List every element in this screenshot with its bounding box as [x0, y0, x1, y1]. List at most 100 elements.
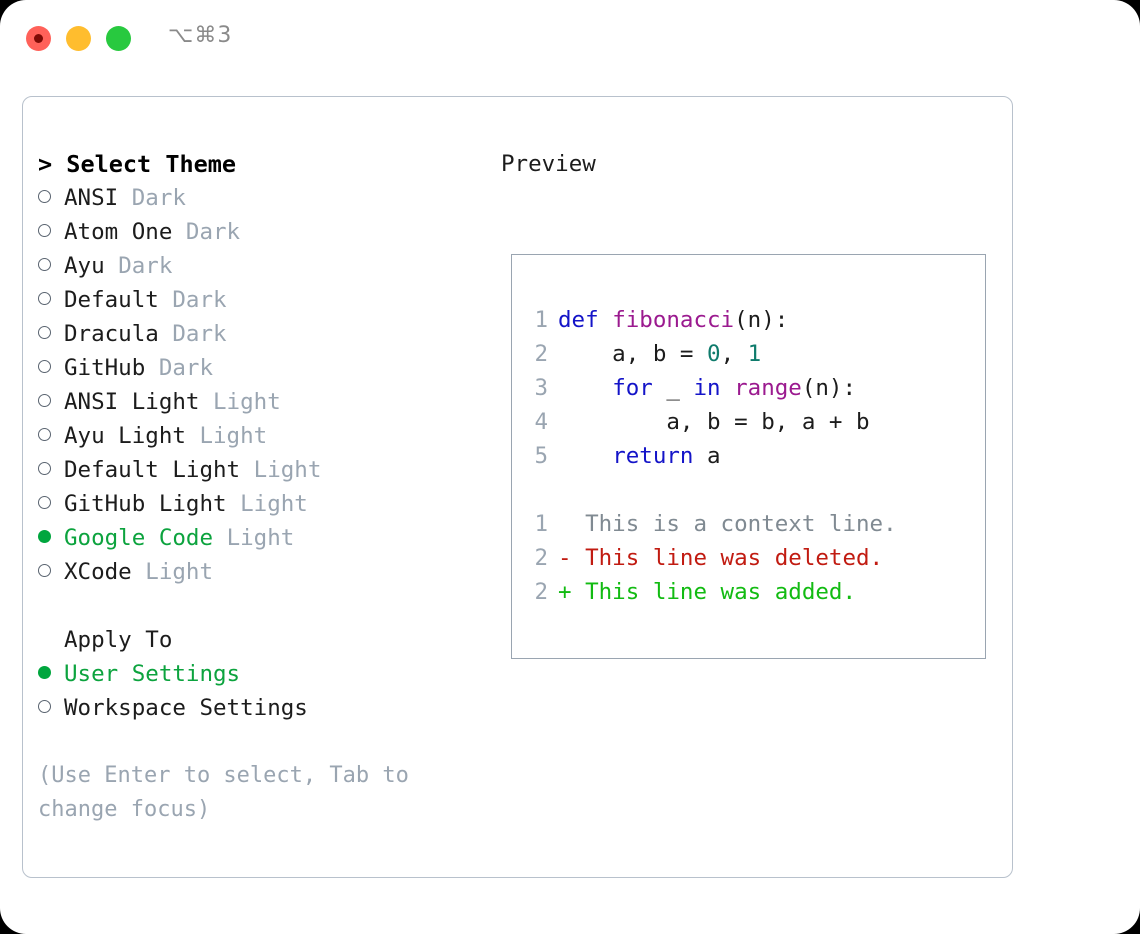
code-token: a, b = b, a + b: [558, 409, 870, 435]
radio-dot: [38, 190, 51, 203]
apply-to-option-label: Workspace Settings: [64, 695, 308, 721]
radio-dot: [38, 700, 51, 713]
code-token: fibonacci: [612, 307, 735, 333]
radio-unselected-icon[interactable]: [38, 385, 64, 419]
code-token: (n):: [801, 375, 857, 401]
line-number: 2: [534, 545, 548, 571]
theme-list-item[interactable]: Ayu Dark: [38, 249, 488, 283]
theme-variant-badge: Dark: [185, 219, 241, 245]
apply-to-header-indent: [38, 623, 64, 657]
theme-name-badge-gap: [132, 559, 146, 585]
theme-list-item[interactable]: Default Light Light: [38, 453, 488, 487]
radio-unselected-icon[interactable]: [38, 487, 64, 521]
theme-name-badge-gap: [118, 185, 132, 211]
radio-unselected-icon[interactable]: [38, 283, 64, 317]
apply-to-option[interactable]: User Settings: [38, 657, 488, 691]
theme-variant-badge: Light: [145, 559, 214, 585]
theme-list-item[interactable]: Google Code Light: [38, 521, 488, 555]
code-token: return: [612, 443, 694, 469]
radio-unselected-icon[interactable]: [38, 215, 64, 249]
theme-variant-badge: Light: [213, 389, 281, 415]
radio-unselected-icon[interactable]: [38, 453, 64, 487]
line-number: 4: [534, 409, 548, 435]
radio-unselected-icon[interactable]: [38, 249, 64, 283]
code-token: 1: [747, 341, 762, 367]
theme-list-item[interactable]: GitHub Light Light: [38, 487, 488, 521]
radio-dot: [38, 462, 51, 475]
theme-variant-badge: Light: [240, 491, 308, 517]
theme-list-item[interactable]: XCode Light: [38, 555, 488, 589]
theme-name: GitHub Light: [64, 491, 227, 517]
theme-list-item[interactable]: ANSI Light Light: [38, 385, 488, 419]
code-token: in: [693, 375, 721, 401]
code-token: range: [734, 375, 802, 401]
code-token: [721, 375, 735, 401]
radio-dot: [38, 496, 51, 509]
code-token: (n):: [734, 307, 789, 333]
line-number: 2: [534, 579, 548, 605]
theme-name-badge-gap: [213, 525, 227, 551]
code-token: a: [693, 443, 721, 469]
radio-unselected-icon[interactable]: [38, 691, 64, 725]
radio-dot: [38, 428, 51, 441]
diff-text: - This line was deleted.: [558, 545, 884, 571]
theme-name-badge-gap: [172, 219, 186, 245]
window-titlebar: ⌥⌘3: [0, 0, 1140, 78]
theme-list-item[interactable]: Ayu Light Light: [38, 419, 488, 453]
apply-to-header: Apply To: [38, 623, 488, 657]
theme-name-badge-gap: [240, 457, 254, 483]
code-line: 4 a, b = b, a + b: [524, 405, 979, 439]
theme-variant-badge: Light: [253, 457, 322, 483]
theme-list-item[interactable]: Dracula Dark: [38, 317, 488, 351]
theme-variant-badge: Dark: [131, 185, 186, 211]
radio-unselected-icon[interactable]: [38, 351, 64, 385]
radio-dot: [38, 530, 51, 543]
apply-to-option-label: User Settings: [64, 661, 241, 687]
radio-dot: [38, 666, 51, 679]
radio-dot: [38, 258, 51, 271]
line-number: 3: [534, 375, 548, 401]
theme-name: ANSI: [64, 185, 119, 211]
theme-name-badge-gap: [159, 287, 173, 313]
radio-dot: [38, 292, 51, 305]
theme-variant-badge: Dark: [118, 253, 173, 279]
theme-list-item[interactable]: Default Dark: [38, 283, 488, 317]
theme-variant-badge: Dark: [158, 355, 214, 381]
radio-dot: [38, 360, 51, 373]
code-token: [558, 375, 612, 401]
apply-to-option[interactable]: Workspace Settings: [38, 691, 488, 725]
theme-name: Google Code: [64, 525, 214, 551]
radio-unselected-icon[interactable]: [38, 317, 64, 351]
radio-dot: [38, 326, 51, 339]
line-number: 1: [534, 307, 548, 333]
theme-name-badge-gap: [227, 491, 241, 517]
theme-name-badge-gap: [159, 321, 173, 347]
radio-unselected-icon[interactable]: [38, 555, 64, 589]
theme-name: Atom One: [64, 219, 173, 245]
theme-list-item[interactable]: ANSI Dark: [38, 181, 488, 215]
diff-text: This is a context line.: [558, 511, 897, 537]
theme-list-item[interactable]: Atom One Dark: [38, 215, 488, 249]
diff-line: 2 - This line was deleted.: [524, 541, 979, 575]
code-token: 0: [707, 341, 721, 367]
zoom-button[interactable]: [106, 26, 131, 51]
radio-dot: [38, 564, 51, 577]
theme-name: Ayu: [64, 253, 105, 279]
theme-variant-badge: Dark: [172, 287, 227, 313]
radio-unselected-icon[interactable]: [38, 419, 64, 453]
radio-unselected-icon[interactable]: [38, 181, 64, 215]
theme-name: ANSI Light: [64, 389, 200, 415]
theme-list-item[interactable]: GitHub Dark: [38, 351, 488, 385]
code-line: 5 return a: [524, 439, 979, 473]
minimize-button[interactable]: [66, 26, 91, 51]
close-button[interactable]: [26, 26, 51, 51]
radio-selected-icon[interactable]: [38, 657, 64, 691]
radio-selected-icon[interactable]: [38, 521, 64, 555]
